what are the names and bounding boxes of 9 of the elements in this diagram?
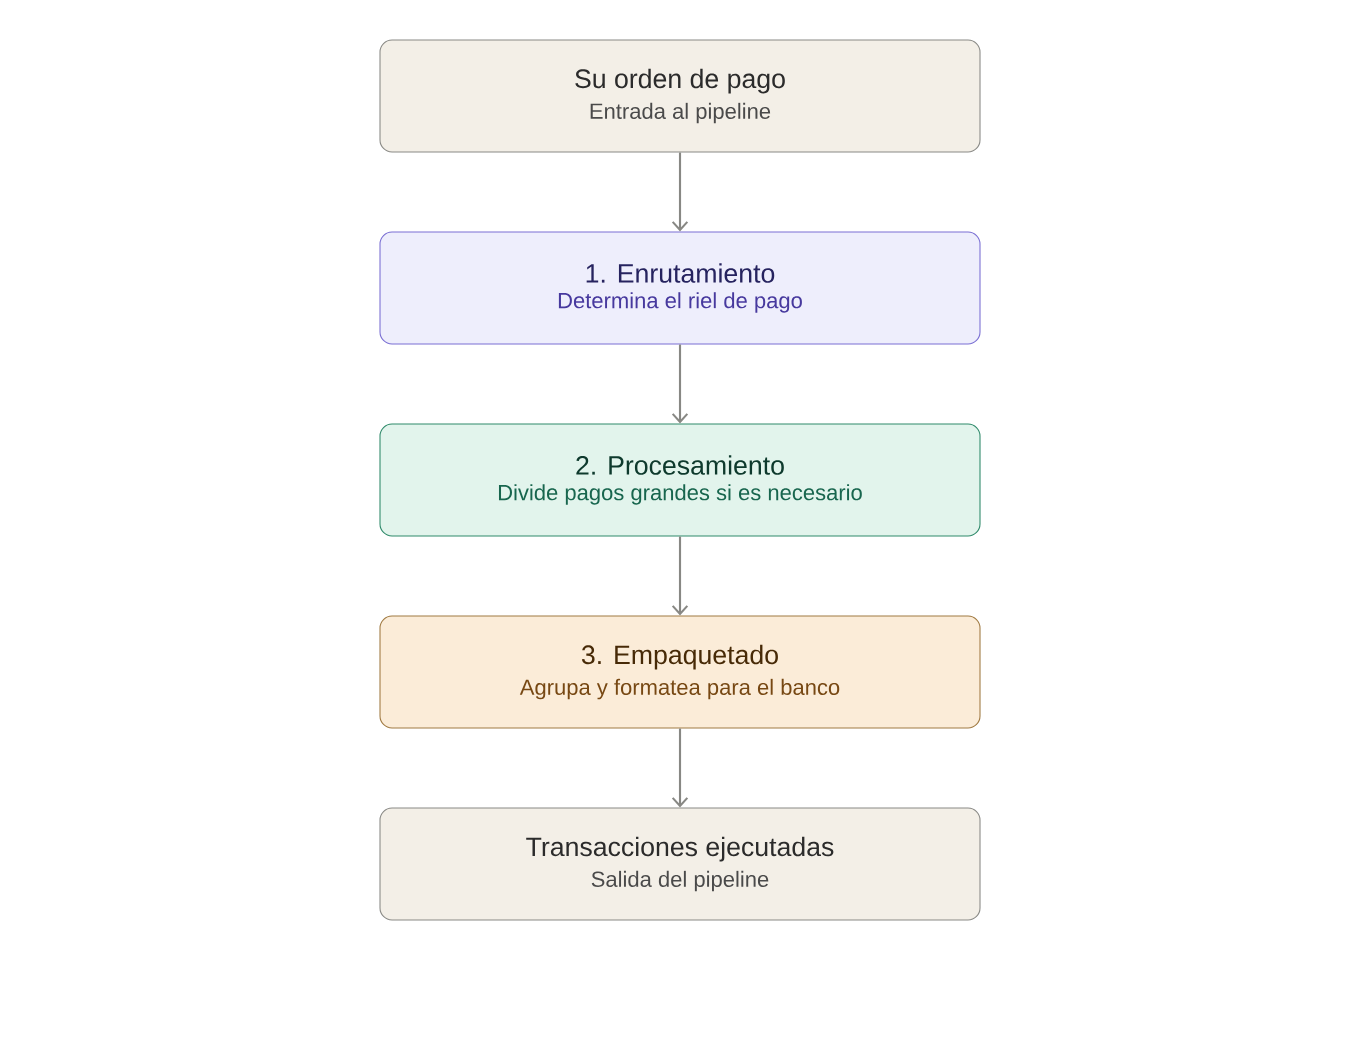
- arrow: [671, 728, 689, 808]
- process-box: Transacciones ejecutadas Salida del pipeline: [379, 807, 981, 921]
- arrow: [671, 536, 689, 616]
- process-box: 3. Empaquetado Agrupa y formatea para el banco: [379, 615, 981, 729]
- process-box: 1. Enrutamiento Determina el riel de pago: [379, 231, 981, 345]
- arrow: [671, 344, 689, 424]
- arrow: [671, 152, 689, 232]
- process-box: 2. Procesamiento Divide pagos grandes si es necesario: [379, 423, 981, 537]
- process-box: Su orden de pago Entrada al pipeline: [379, 39, 981, 153]
